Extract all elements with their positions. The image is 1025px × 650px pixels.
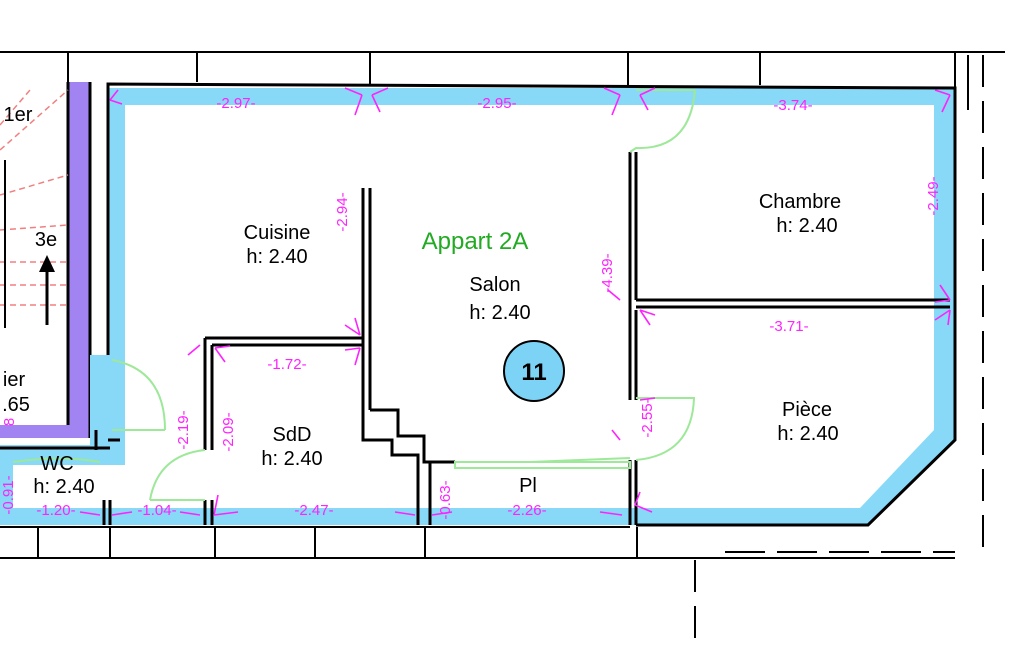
room-pl: Pl bbox=[519, 475, 537, 497]
apartment-number: 11 bbox=[521, 359, 546, 386]
room-name: SdD bbox=[273, 424, 312, 446]
dimension-label: -2.09- bbox=[220, 412, 237, 451]
dimension-label: -1.04- bbox=[137, 502, 176, 519]
dimension-label: -2.94- bbox=[334, 192, 351, 231]
partial-label: .65 bbox=[2, 394, 30, 416]
room-height: h: 2.40 bbox=[261, 448, 322, 470]
room-height: h: 2.40 bbox=[33, 476, 94, 498]
room-name: Pièce bbox=[782, 399, 832, 421]
dimension-label: -2.47- bbox=[294, 502, 333, 519]
dimension-label: -2.95- bbox=[477, 95, 516, 112]
dimension-arrows bbox=[79, 87, 951, 516]
room-cuisine: Cuisine h: 2.40 bbox=[244, 222, 311, 268]
dimension-label: -1.20- bbox=[36, 502, 75, 519]
dimension-label: -3.74- bbox=[773, 97, 812, 114]
dimension-label: -2.97- bbox=[216, 95, 255, 112]
stair-label-3e: 3e bbox=[35, 229, 57, 251]
room-name: Chambre bbox=[759, 191, 841, 213]
walls bbox=[0, 82, 957, 527]
room-height: h: 2.40 bbox=[246, 246, 307, 268]
stair-core bbox=[0, 82, 92, 438]
dimension-label: -3.71- bbox=[769, 318, 808, 335]
dimension-label: -1.72- bbox=[267, 356, 306, 373]
stair-label-1er: 1er bbox=[4, 104, 33, 126]
room-height: h: 2.40 bbox=[469, 302, 530, 324]
room-salon: Salon h: 2.40 bbox=[469, 274, 530, 324]
partial-dimension: 8 bbox=[1, 418, 18, 426]
room-sdd: SdD h: 2.40 bbox=[261, 424, 322, 470]
room-name: Cuisine bbox=[244, 222, 311, 244]
room-name: Pl bbox=[519, 475, 537, 497]
room-height: h: 2.40 bbox=[777, 423, 838, 445]
dimension-label: -0.63- bbox=[437, 480, 454, 519]
stair-up-arrow-icon bbox=[39, 255, 55, 272]
dimension-label: -2.49- bbox=[925, 176, 942, 215]
dimension-label: -0.91- bbox=[0, 475, 17, 514]
room-name: WC bbox=[40, 453, 73, 475]
partial-label: ier bbox=[3, 369, 26, 391]
dimension-label: -2.26- bbox=[507, 502, 546, 519]
room-height: h: 2.40 bbox=[776, 215, 837, 237]
dimension-label: -2.55- bbox=[639, 398, 656, 437]
apartment-title: Appart 2A bbox=[422, 228, 529, 255]
building-outline bbox=[0, 51, 1005, 650]
room-wc: WC h: 2.40 bbox=[33, 453, 94, 498]
room-chambre: Chambre h: 2.40 bbox=[759, 191, 841, 237]
dimension-label: -4.39- bbox=[599, 253, 616, 292]
closet-sliding-door bbox=[454, 457, 631, 469]
apartment-number-badge: 11 bbox=[503, 340, 565, 402]
room-name: Salon bbox=[469, 274, 520, 296]
dimension-labels: -2.97- -2.95- -3.74- -2.49- -2.94- -4.39… bbox=[0, 95, 942, 520]
room-piece: Pièce h: 2.40 bbox=[777, 399, 838, 445]
dimension-label: -2.19- bbox=[175, 410, 192, 449]
perimeter-band bbox=[0, 88, 956, 525]
door-arcs bbox=[12, 89, 696, 501]
